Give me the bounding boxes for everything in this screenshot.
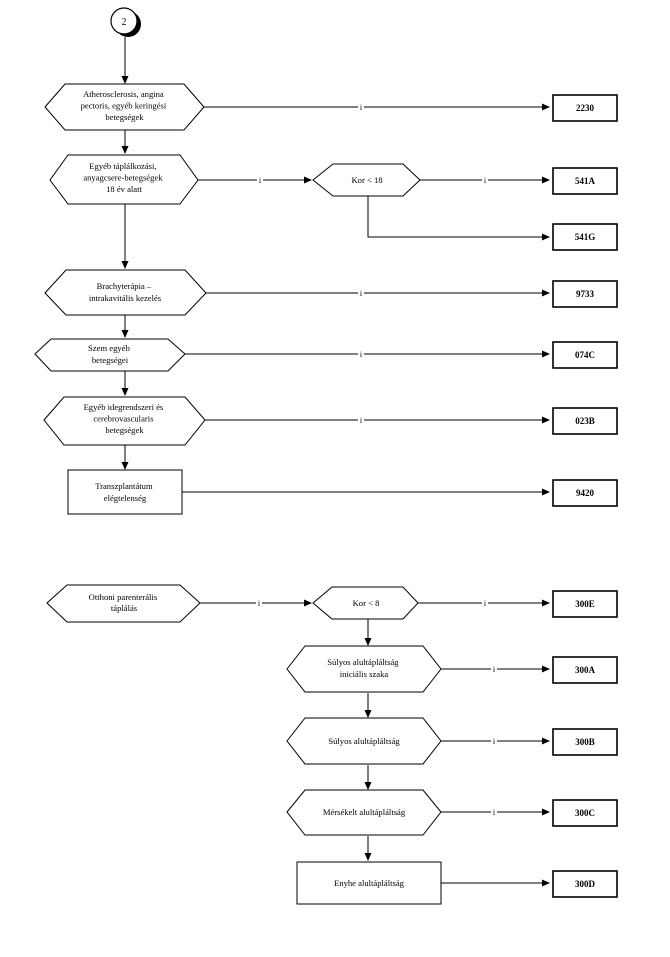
- code-box-300D: 300D: [552, 870, 618, 898]
- svg-text:i: i: [360, 103, 363, 112]
- code-box-541A: 541A: [552, 167, 618, 195]
- svg-text:023B: 023B: [575, 416, 595, 426]
- code-box-023B: 023B: [552, 407, 618, 435]
- yes-label: i: [358, 101, 364, 112]
- svg-text:300D: 300D: [575, 879, 596, 889]
- decision-mersekelt: Mérsékelt alultápláltság: [286, 789, 442, 836]
- svg-text:Szem egyéb betegségei: Szem egyéb betegségei: [88, 343, 132, 365]
- svg-text:300C: 300C: [575, 808, 595, 818]
- svg-text:i: i: [258, 599, 261, 608]
- yes-label: i: [358, 287, 364, 298]
- decision-sulyos: Súlyos alultápláltság: [286, 717, 442, 765]
- svg-text:i: i: [493, 808, 496, 817]
- svg-text:2230: 2230: [576, 103, 595, 113]
- decision-szem: Szem egyéb betegségei: [34, 338, 186, 372]
- yes-labels: i i i i i i i i i i i: [256, 101, 497, 817]
- code-box-300C: 300C: [552, 799, 618, 827]
- decision-taplalkozasi: Egyéb táplálkozási, anyagcsere-betegsége…: [49, 154, 199, 205]
- yes-label: i: [256, 597, 262, 608]
- yes-label: i: [257, 174, 263, 185]
- svg-text:i: i: [493, 665, 496, 674]
- svg-text:Kor < 18: Kor < 18: [351, 175, 382, 185]
- result-codes: 2230 541A 541G 9733 074C 023B 9420 300E …: [552, 94, 618, 898]
- decision-kor18: Kor < 18: [312, 163, 421, 197]
- code-box-9420: 9420: [552, 479, 618, 507]
- svg-text:300E: 300E: [575, 599, 595, 609]
- yes-label: i: [358, 348, 364, 359]
- svg-text:541A: 541A: [575, 176, 596, 186]
- svg-text:Transzplantátum elégtele: Transzplantátum elégtelenség: [95, 481, 155, 503]
- svg-text:Brachyterápia – intrakav: Brachyterápia – intrakavitális kezelés: [89, 281, 162, 303]
- svg-text:074C: 074C: [575, 350, 595, 360]
- decision-otthoni: Otthoni parenterális táplálás: [46, 584, 201, 623]
- svg-text:Otthoni parenterális táp: Otthoni parenterális táplálás: [89, 592, 160, 613]
- svg-text:i: i: [360, 289, 363, 298]
- svg-text:i: i: [484, 176, 487, 185]
- svg-text:300A: 300A: [575, 665, 596, 675]
- yes-label: i: [482, 174, 488, 185]
- yes-label: i: [358, 414, 364, 425]
- code-box-300B: 300B: [552, 728, 618, 756]
- svg-text:i: i: [493, 737, 496, 746]
- decision-sulyos-inic: Súlyos alultápláltság iniciális szaka: [286, 645, 442, 693]
- code-box-541G: 541G: [552, 223, 618, 251]
- yes-label: i: [491, 663, 497, 674]
- svg-text:Kor < 8: Kor < 8: [353, 598, 380, 608]
- svg-text:i: i: [360, 350, 363, 359]
- svg-text:i: i: [360, 416, 363, 425]
- decision-brachy: Brachyterápia – intrakavitális kezelés: [44, 269, 207, 316]
- svg-text:Egyéb táplálkozási, anya: Egyéb táplálkozási, anyagcsere-betegsége…: [83, 161, 164, 194]
- process-enyhe: Enyhe alultápláltság: [296, 861, 442, 905]
- svg-text:i: i: [484, 599, 487, 608]
- svg-text:9420: 9420: [576, 488, 595, 498]
- svg-text:Súlyos alultápláltság in: Súlyos alultápláltság iniciális szaka: [327, 657, 401, 679]
- svg-text:9733: 9733: [576, 289, 595, 299]
- svg-text:541G: 541G: [575, 232, 596, 242]
- yes-label: i: [491, 735, 497, 746]
- process-transzpl: Transzplantátum elégtelenség: [67, 469, 183, 515]
- code-box-9733: 9733: [552, 280, 618, 308]
- svg-text:Mérsékelt alultápláltság: Mérsékelt alultápláltság: [323, 807, 406, 817]
- yes-label: i: [482, 597, 488, 608]
- svg-text:i: i: [259, 176, 262, 185]
- yes-label: i: [491, 806, 497, 817]
- decision-athero: Atherosclerosis, angina pectoris, egyéb …: [44, 83, 205, 131]
- svg-text:Atherosclerosis, angina: Atherosclerosis, angina pectoris, egyéb …: [81, 89, 169, 122]
- code-box-074C: 074C: [552, 341, 618, 369]
- start-connector: 2: [110, 7, 141, 37]
- code-box-300E: 300E: [552, 590, 618, 618]
- decision-kor8: Kor < 8: [312, 586, 419, 620]
- svg-text:Enyhe alultápláltság: Enyhe alultápláltság: [334, 878, 405, 888]
- svg-text:Egyéb idegrendszeri és c: Egyéb idegrendszeri és cerebrovascularis…: [84, 402, 166, 435]
- svg-text:300B: 300B: [575, 737, 595, 747]
- decision-ideg: Egyéb idegrendszeri és cerebrovascularis…: [43, 396, 206, 446]
- edge-kor18-541G: [367, 196, 550, 241]
- code-box-2230: 2230: [552, 94, 618, 122]
- connector-label: 2: [122, 17, 127, 28]
- code-box-300A: 300A: [552, 656, 618, 684]
- svg-text:Súlyos alultápláltság: Súlyos alultápláltság: [328, 736, 400, 746]
